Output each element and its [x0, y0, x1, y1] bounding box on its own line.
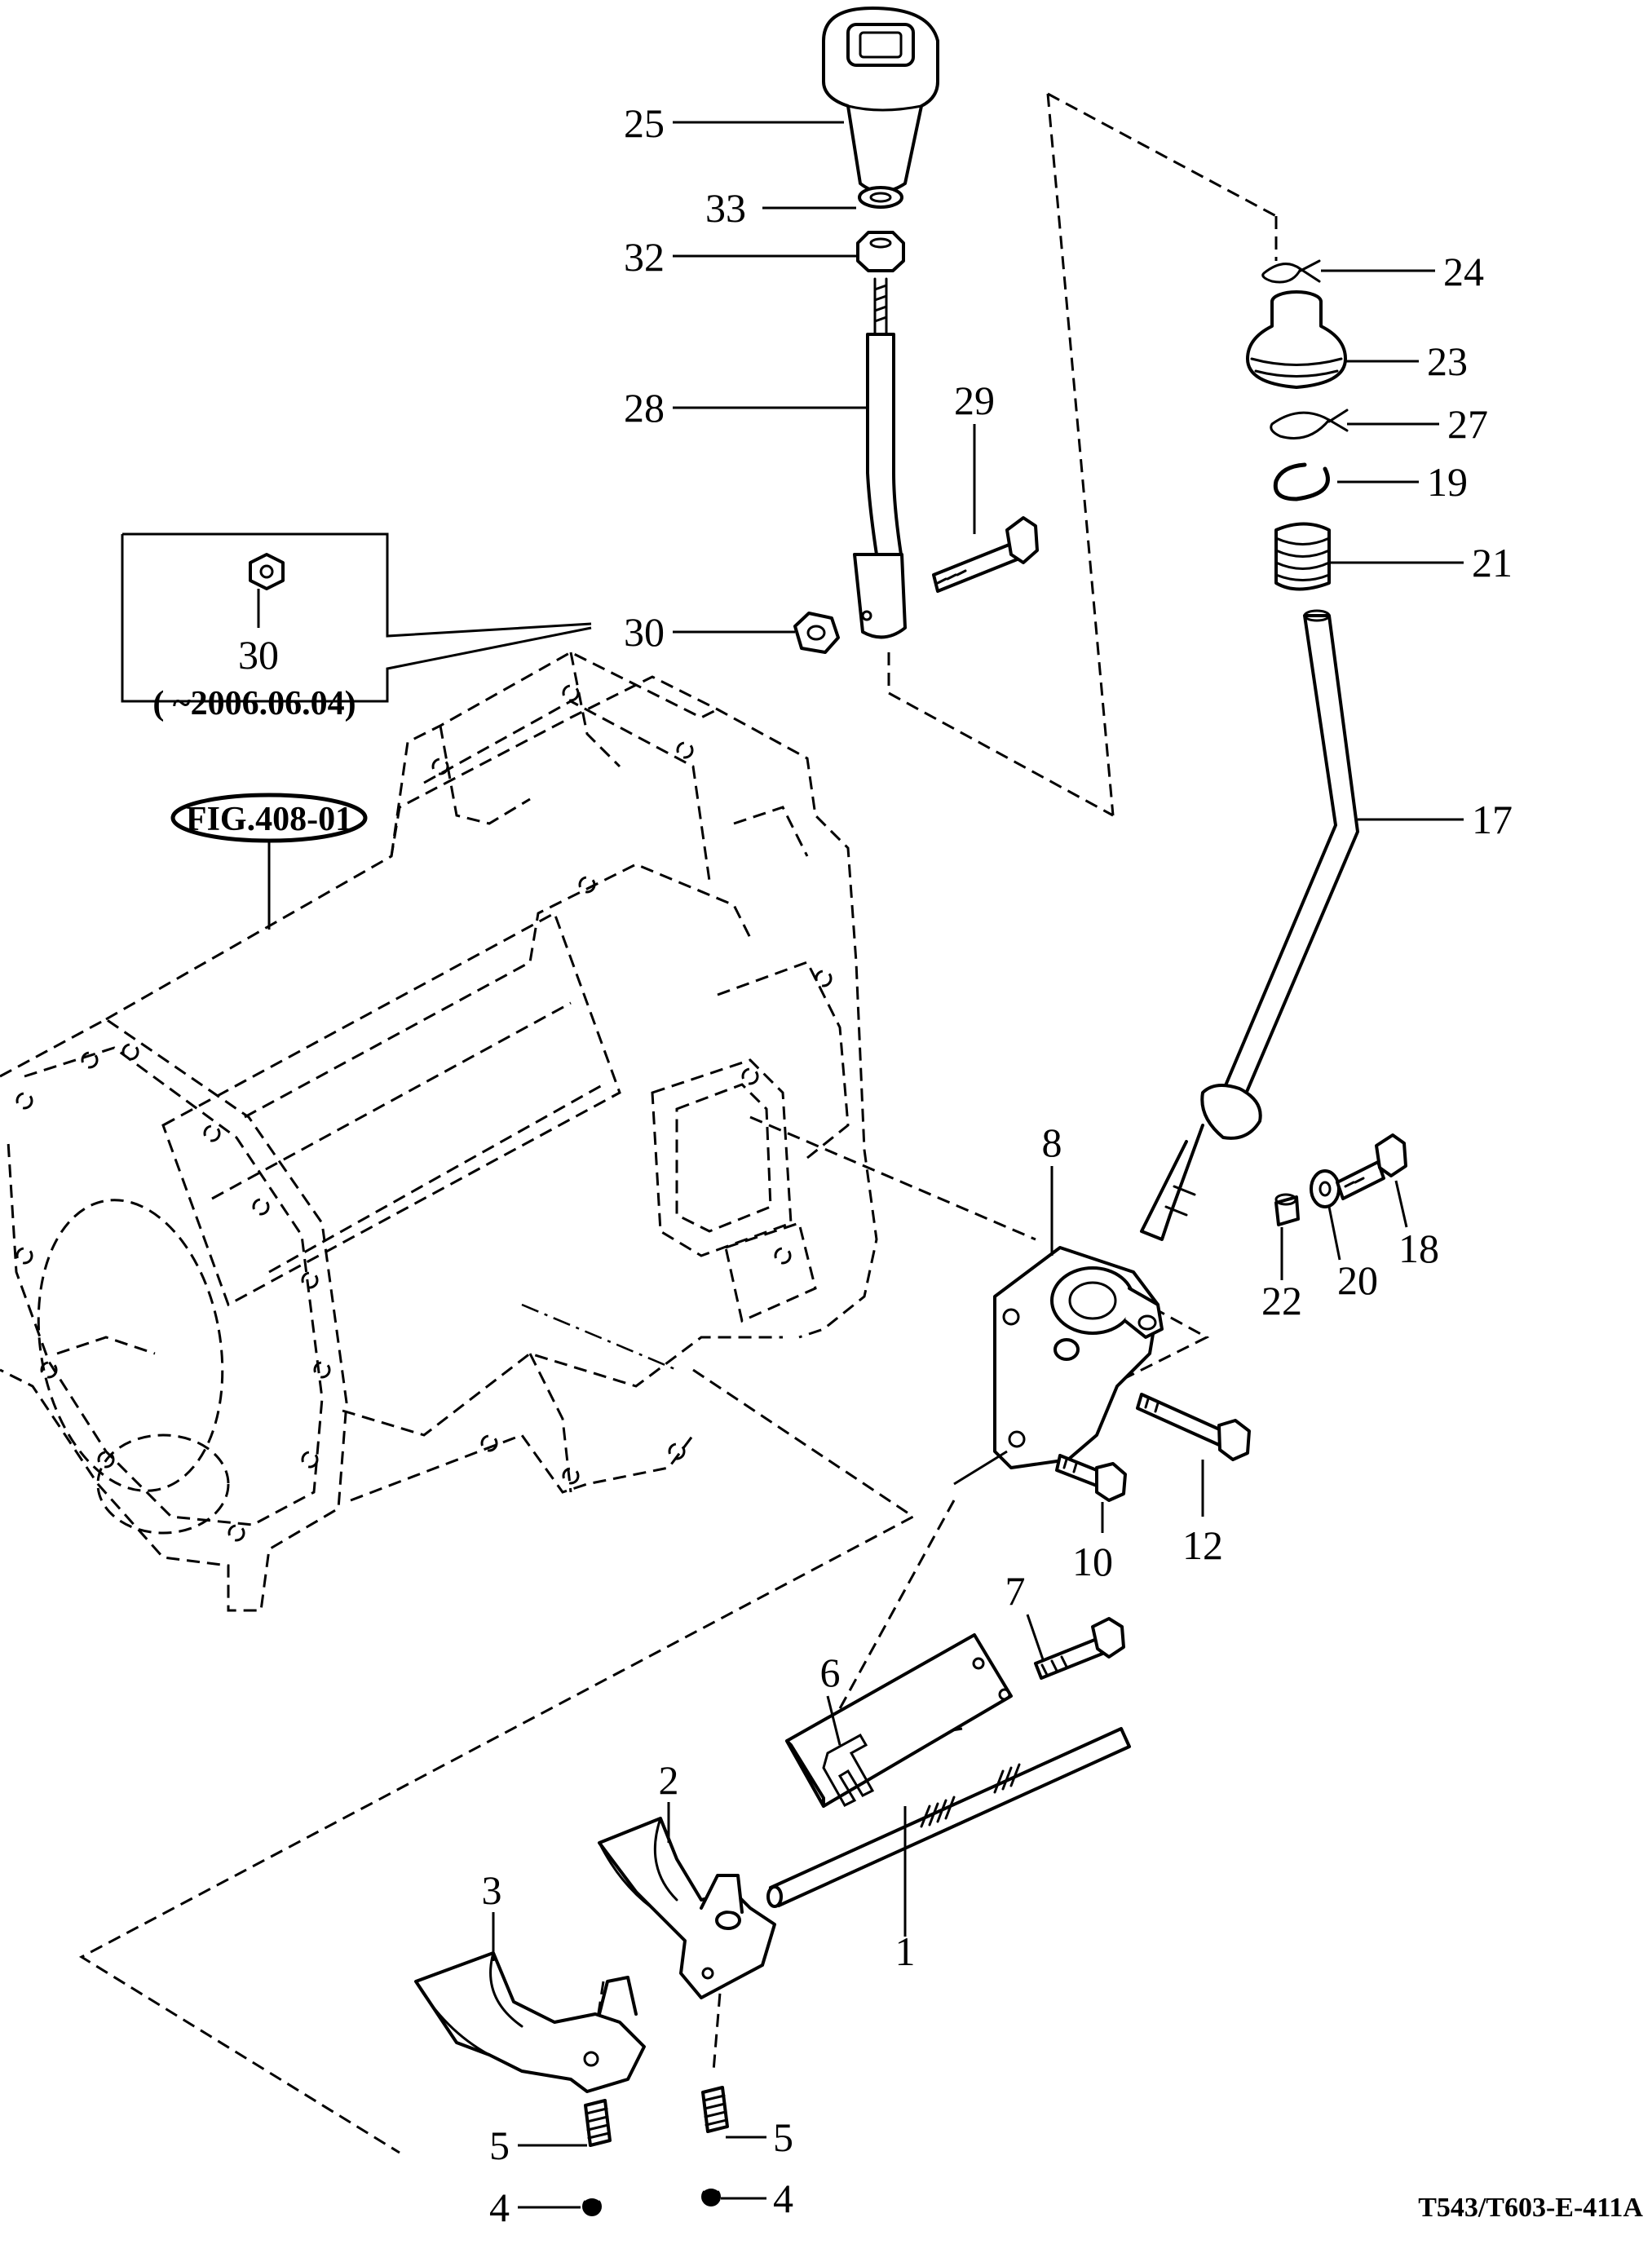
callout-12: 12: [1182, 1522, 1223, 1568]
shift-knob-25: [822, 7, 939, 193]
bolt-29: [932, 516, 1039, 593]
callout-7: 7: [1005, 1568, 1026, 1614]
drawing-code: T543/T603-E-411A: [1418, 2193, 1643, 2223]
nut-30: [793, 612, 840, 654]
callout-33: 33: [705, 185, 746, 231]
callout-29: 29: [954, 378, 995, 423]
callout-5-right: 5: [773, 2114, 793, 2160]
callout-4-right: 4: [773, 2176, 793, 2221]
spring-21: [1274, 522, 1331, 591]
shift-rod-1: [766, 1727, 1131, 1908]
callout-6: 6: [820, 1650, 841, 1695]
callout-30: 30: [624, 609, 665, 655]
bolt-10: [1055, 1454, 1127, 1502]
figure-reference-label: FIG.408-01: [186, 801, 352, 838]
detent-ball-4-right: [701, 2184, 721, 2206]
callout-20: 20: [1337, 1257, 1378, 1303]
pin-22: [1274, 1193, 1300, 1226]
callout-22: 22: [1261, 1278, 1302, 1323]
callout-25: 25: [624, 100, 665, 146]
callout-24: 24: [1443, 249, 1484, 294]
shift-lever-17: [1140, 609, 1359, 1241]
inset-part-number: 30: [238, 632, 279, 678]
callout-23: 23: [1427, 338, 1468, 384]
nut-32: [856, 231, 905, 272]
detent-spring-5-left: [584, 2099, 612, 2147]
callout-27: 27: [1447, 401, 1488, 447]
shift-fork-3: [414, 1951, 646, 2093]
inset-date-note: ( ~2006.06.04): [152, 685, 356, 722]
callout-21: 21: [1472, 540, 1513, 585]
callout-3: 3: [482, 1867, 502, 1913]
snap-ring-19: [1273, 462, 1330, 501]
callout-18: 18: [1398, 1226, 1439, 1271]
washer-33: [858, 186, 903, 209]
guide-plate-6: [785, 1633, 1013, 1808]
callout-4-left: 4: [489, 2184, 510, 2230]
transmission-case-phantom: [0, 651, 878, 1612]
figure-reference-bubble: FIG.408-01: [170, 793, 368, 930]
bolt-12: [1136, 1393, 1251, 1461]
clip-27: [1270, 409, 1349, 440]
lever-housing-8: [993, 1246, 1164, 1469]
callout-2: 2: [659, 1757, 679, 1803]
callout-17: 17: [1472, 797, 1513, 842]
callout-1: 1: [895, 1928, 916, 1974]
callout-10: 10: [1072, 1539, 1113, 1584]
detent-spring-5-right: [701, 2086, 729, 2133]
detent-ball-4-left: [582, 2194, 602, 2216]
clip-24: [1261, 259, 1321, 284]
boot-23: [1246, 290, 1347, 389]
callout-28: 28: [624, 385, 665, 431]
bolt-18: [1336, 1133, 1407, 1200]
washer-20: [1310, 1169, 1341, 1208]
callout-19: 19: [1427, 459, 1468, 505]
leader-lines: [492, 121, 1464, 2209]
assembly-alignment-lines: [78, 92, 1278, 2154]
shift-lever-28: [853, 277, 907, 639]
callout-8: 8: [1042, 1120, 1062, 1165]
callout-5-left: 5: [489, 2123, 510, 2168]
callout-32: 32: [624, 234, 665, 280]
inset-nut-icon: [249, 553, 285, 590]
shift-fork-2: [598, 1817, 776, 1999]
callout-labels: 25 33 32 28 29 30 24 23 27 19 21 17 8 22…: [482, 100, 1513, 2230]
inset-detail-box: 30 ( ~2006.06.04): [121, 532, 592, 722]
bolt-7: [1034, 1617, 1125, 1680]
